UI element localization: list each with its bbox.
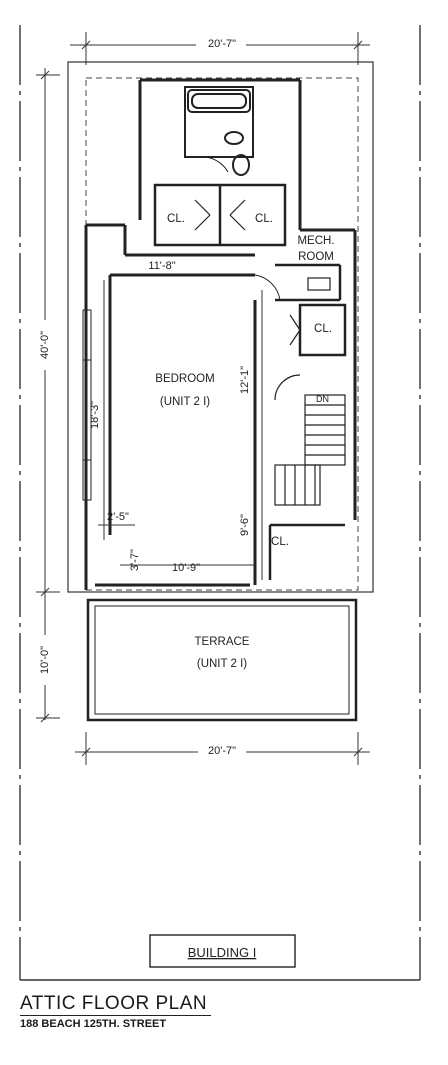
dim-depth-overall: 40'-0" — [39, 331, 51, 359]
closet-doors — [194, 199, 246, 231]
bathtub — [187, 89, 251, 113]
mech-label-1: MECH. — [297, 235, 334, 247]
attic-walls — [84, 78, 357, 590]
plan-title: ATTIC FLOOR PLAN — [20, 993, 212, 1016]
sink — [232, 154, 250, 176]
bedroom-walls — [95, 253, 257, 587]
bedroom-door — [254, 274, 281, 301]
bedroom-name: BEDROOM — [155, 373, 214, 385]
left-dimension-line — [36, 68, 60, 723]
upper-closets — [153, 183, 287, 247]
lot-boundary — [19, 25, 421, 981]
dim-2-5: 2'-5" — [107, 511, 129, 523]
terrace — [86, 598, 358, 722]
closet-mid-door — [289, 314, 301, 346]
building-label: BUILDING I — [188, 945, 257, 960]
plan-address: 188 BEACH 125TH. STREET — [20, 1018, 167, 1030]
closet-label-low: CL. — [271, 536, 289, 548]
bathroom — [184, 86, 254, 176]
bedroom-dim-lines — [98, 280, 263, 580]
closet-low — [268, 523, 345, 580]
closet-label-left: CL. — [167, 213, 185, 225]
dim-width-top: 20'-7" — [208, 38, 236, 50]
dim-3-7: 3'-7" — [129, 549, 141, 571]
terrace-unit: (UNIT 2 I) — [197, 658, 247, 670]
bedroom-unit: (UNIT 2 I) — [160, 396, 210, 408]
dim-bedroom-left: 18'-3" — [89, 401, 101, 429]
stairs — [274, 374, 346, 506]
dim-9-6: 9'-6" — [239, 514, 251, 536]
dim-depth-terrace: 10'-0" — [39, 646, 51, 674]
stair-down-label: DN — [316, 394, 329, 404]
dim-width-bottom: 20'-7" — [208, 745, 236, 757]
bedroom-windows — [82, 309, 92, 501]
closet-label-mid: CL. — [314, 323, 332, 335]
dim-bedroom-depth: 12'-1" — [239, 366, 251, 394]
mech-room — [275, 263, 342, 302]
mech-label-2: ROOM — [298, 251, 334, 263]
title-block: ATTIC FLOOR PLAN 188 BEACH 125TH. STREET — [20, 993, 212, 1030]
terrace-name: TERRACE — [195, 636, 250, 648]
toilet — [224, 131, 244, 145]
building-label-box — [149, 934, 296, 968]
dim-bedroom-width: 11'-8" — [148, 260, 175, 272]
roof-outline — [67, 61, 374, 593]
closet-label-right: CL. — [255, 213, 273, 225]
dim-bedroom-bottom: 10'-9" — [172, 562, 200, 574]
attic-floor-plan-drawing: 20'-7" 40'-0" 10'-0" — [19, 25, 421, 981]
